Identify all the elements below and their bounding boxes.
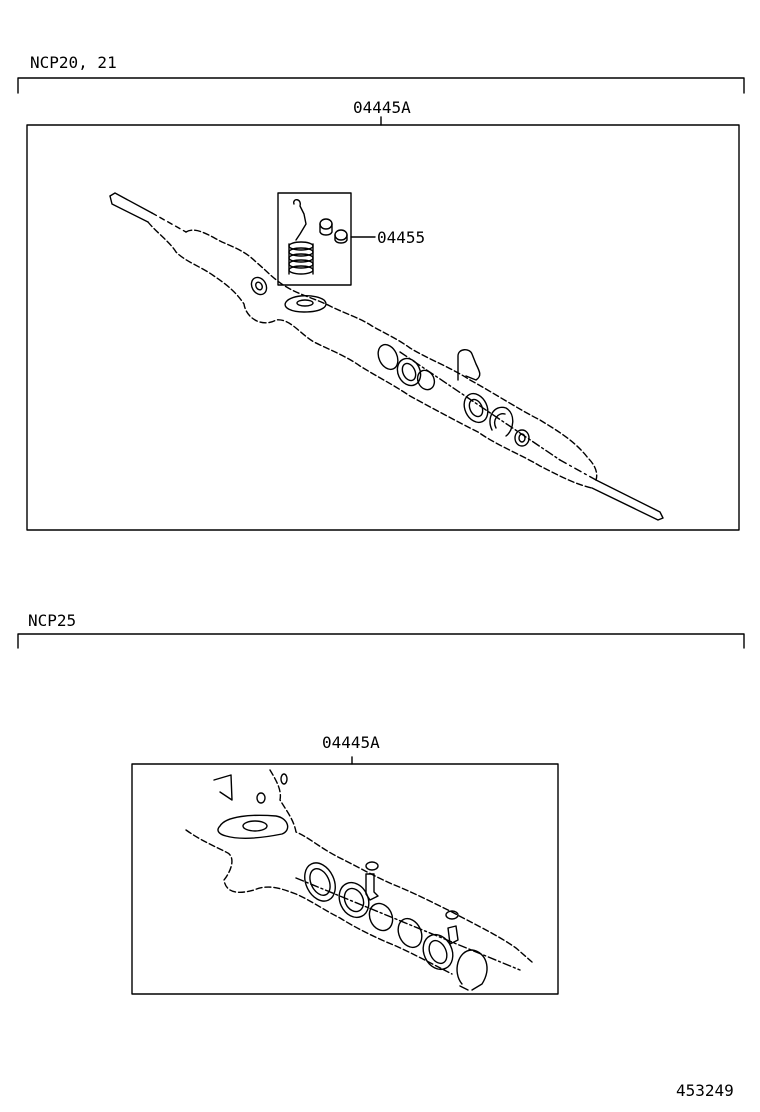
model-label-ncp25: NCP25 <box>28 611 77 630</box>
section-bracket-upper <box>17 77 745 94</box>
kit-box-upper <box>26 116 740 531</box>
kit-part-no-upper: 04445A <box>353 98 411 117</box>
steering-rack-upper <box>109 192 664 521</box>
kit-box-lower <box>131 756 559 995</box>
kit-part-no-lower: 04445A <box>322 733 380 752</box>
section-bracket-lower <box>17 633 745 649</box>
steering-rack-lower <box>185 769 533 991</box>
callout-box-04455 <box>277 192 376 286</box>
illustration-number: 453249 <box>676 1081 734 1100</box>
callout-part-no-04455: 04455 <box>377 228 426 247</box>
model-label-ncp20-21: NCP20, 21 <box>30 53 117 72</box>
